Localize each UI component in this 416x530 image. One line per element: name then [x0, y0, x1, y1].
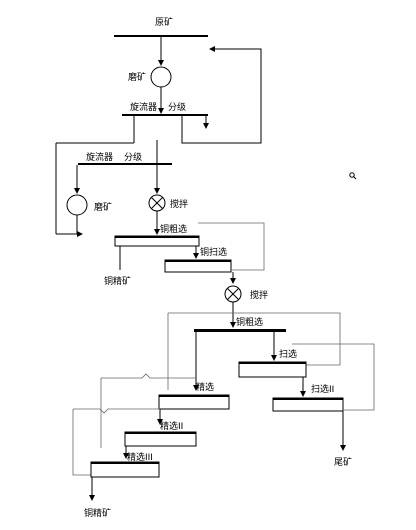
clean-2-label: 精选II	[160, 420, 183, 432]
clean-2-bar	[125, 432, 196, 434]
scav-1-bar	[239, 362, 306, 364]
cu-rough-label: 铜粗选	[160, 223, 187, 235]
scav-1-label: 扫选	[279, 348, 297, 360]
cyclone-2-bar	[78, 163, 172, 165]
clean-1-bar	[159, 395, 229, 397]
classify-1-label: 分级	[168, 101, 186, 113]
cu-conc-2-label: 铜精矿	[84, 507, 111, 519]
cu-scav-label: 铜扫选	[200, 246, 227, 258]
rough-loop-right	[168, 312, 341, 366]
cu-conc-1-label: 铜精矿	[104, 275, 131, 287]
clean1-top-link	[101, 373, 196, 379]
title-bar	[114, 35, 208, 37]
classify-2-label: 分级	[124, 151, 142, 163]
grinding-mill-1-icon	[150, 66, 172, 88]
recycle-loop-1	[181, 46, 262, 144]
scav-2-bar	[273, 398, 343, 400]
agitator-2-cross-b	[227, 288, 239, 300]
scav-1-cell	[238, 361, 307, 378]
stir-2-label: 搅拌	[250, 289, 268, 301]
cyclone-1-bar	[122, 114, 208, 116]
cu-rough-bar	[115, 236, 199, 238]
scav2-return-loop	[292, 343, 375, 411]
scav-return-loop	[198, 222, 265, 271]
clean-3-bar	[91, 462, 159, 464]
clean-2-cell	[124, 431, 197, 447]
agitator-1-cross-b	[151, 197, 163, 209]
grinding-1-label: 磨矿	[128, 71, 146, 83]
magnifier-icon	[349, 172, 357, 180]
scav-2-label: 扫选II	[311, 383, 334, 395]
rough-label: 铜粗选	[236, 316, 263, 328]
cyclone-1-label: 旋流器	[130, 101, 157, 113]
title-label: 原矿	[155, 16, 173, 28]
clean-3-label: 精选III	[127, 451, 153, 463]
clean3-left-loop	[72, 409, 91, 476]
stir-1-label: 搅拌	[170, 198, 188, 210]
cyclone-2-label: 旋流器	[86, 151, 113, 163]
clean-1-label: 精选	[196, 381, 214, 393]
cu-scav-bar	[165, 260, 231, 262]
clean2-top-link	[73, 408, 160, 414]
clean-3-cell	[90, 461, 160, 478]
clean-1-cell	[158, 394, 230, 410]
grinding-2-label: 磨矿	[94, 201, 112, 213]
tailings-label: 尾矿	[334, 456, 352, 468]
rough-bar	[194, 329, 286, 332]
grinding-mill-2-icon	[66, 194, 88, 216]
